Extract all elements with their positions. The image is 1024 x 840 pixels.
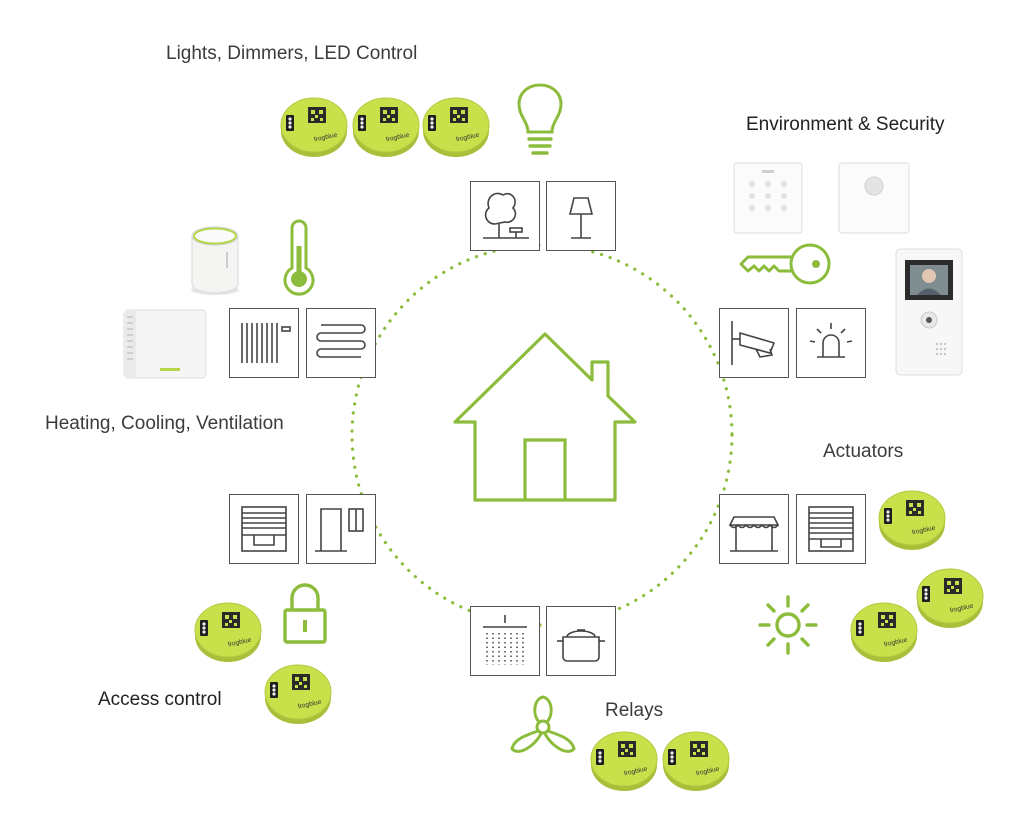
label-access: Access control [98,689,222,710]
tile-roller-shutter [229,494,299,564]
tile-awning [719,494,789,564]
module-brand-text: frogblue [949,603,974,615]
module-brand-text: frogblue [695,766,720,778]
module-brand-text: frogblue [227,637,252,649]
module-brand-text: frogblue [297,699,322,711]
video-intercom-device [895,248,963,376]
tile-door-window [306,494,376,564]
frogblue-module: frogblue [280,97,348,157]
key-icon [739,243,831,285]
tile-blinds [796,494,866,564]
tile-shower [470,606,540,676]
tile-radiator [229,308,299,378]
label-heating: Heating, Cooling, Ventilation [45,413,284,434]
frogblue-module: frogblue [194,602,262,662]
thermometer-icon [283,219,315,296]
tile-floor-lamp [546,181,616,251]
fan-icon [510,695,576,753]
frogblue-module: frogblue [916,568,984,628]
thermostat-head-device [191,226,239,295]
frogblue-module: frogblue [590,731,658,791]
keypad-device [733,162,803,234]
module-brand-text: frogblue [883,637,908,649]
wall-sensor-box-device [123,309,207,379]
module-brand-text: frogblue [911,525,936,537]
tile-cooking-pot [546,606,616,676]
padlock-icon [283,583,327,644]
frogblue-module: frogblue [878,490,946,550]
label-environment: Environment & Security [746,114,945,135]
frogblue-module: frogblue [662,731,730,791]
frogblue-module: frogblue [264,664,332,724]
label-lights: Lights, Dimmers, LED Control [166,43,418,64]
tile-security-camera [719,308,789,378]
sun-icon [758,595,818,655]
house-icon [453,332,637,502]
module-brand-text: frogblue [455,132,480,144]
tile-garden-light [470,181,540,251]
frogblue-module: frogblue [422,97,490,157]
motion-sensor-device [838,162,910,234]
frogblue-module: frogblue [352,97,420,157]
module-brand-text: frogblue [385,132,410,144]
module-brand-text: frogblue [623,766,648,778]
tile-floor-heating [306,308,376,378]
frogblue-module: frogblue [850,602,918,662]
module-brand-text: frogblue [313,132,338,144]
tile-alarm-siren [796,308,866,378]
label-actuators: Actuators [823,441,904,462]
light-bulb-icon [517,83,563,155]
label-relays: Relays [605,700,664,721]
